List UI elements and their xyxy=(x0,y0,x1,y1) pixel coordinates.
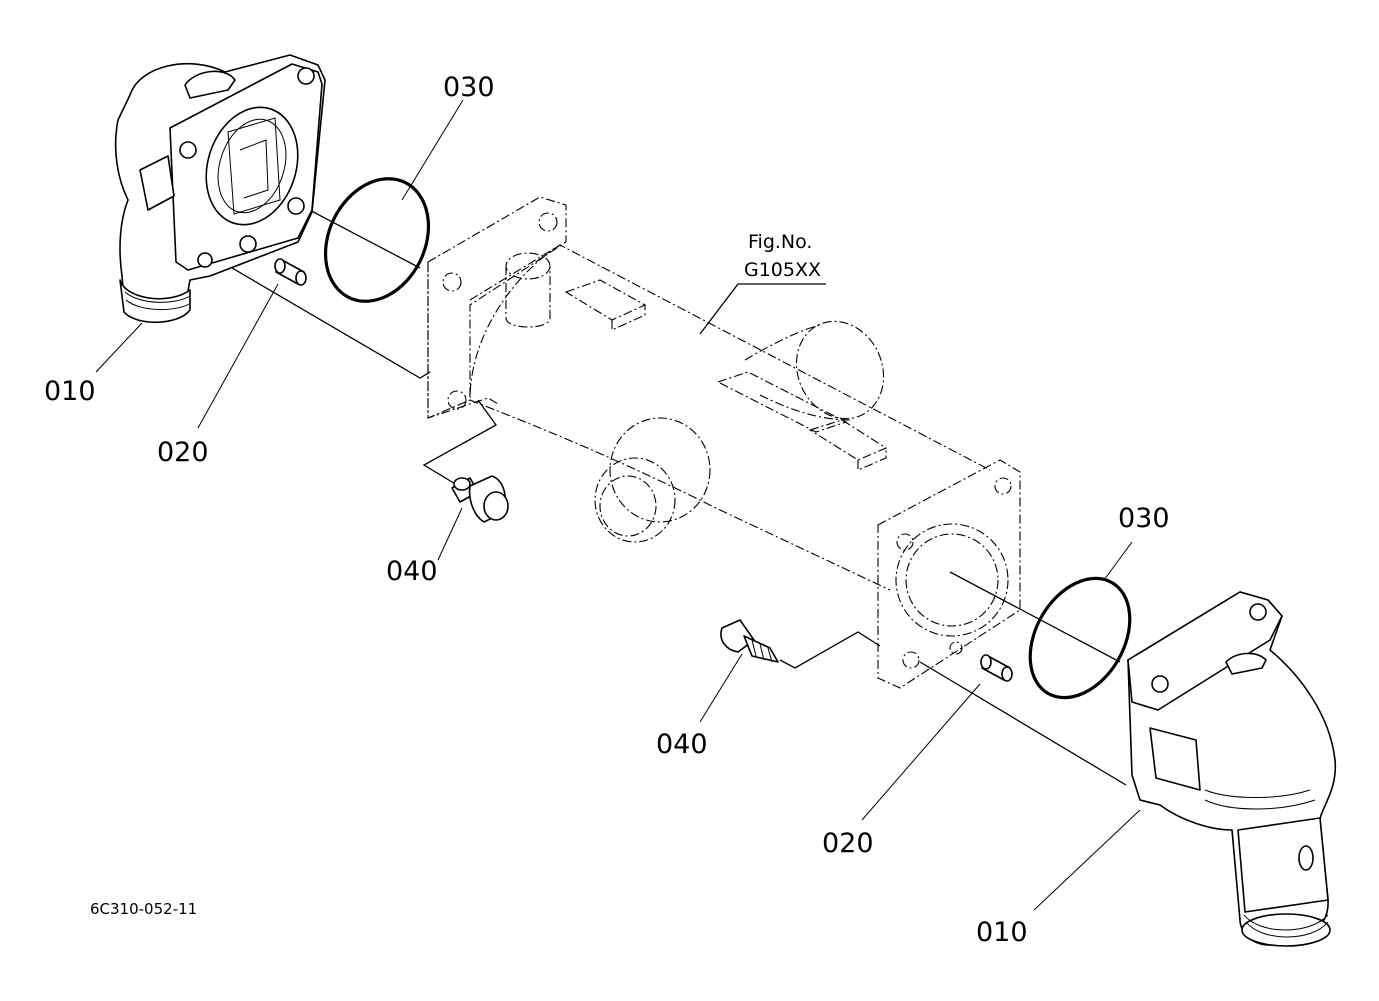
callout-030-right: 030 xyxy=(1118,503,1170,534)
dowel-pin-left xyxy=(274,258,307,286)
elbow-housing-right xyxy=(1127,591,1337,947)
o-ring-right xyxy=(1028,576,1132,700)
callout-040-left: 040 xyxy=(386,556,438,587)
callout-040-bottom: 040 xyxy=(656,729,708,760)
drawing-code: 6C310-052-11 xyxy=(90,900,197,918)
assembly-lines xyxy=(214,204,1127,786)
callout-020-left: 020 xyxy=(157,437,209,468)
callout-030-top: 030 xyxy=(443,72,495,103)
elbow-housing-left xyxy=(114,54,326,323)
fig-no-value: G105XX xyxy=(744,259,821,281)
callout-010-left: 010 xyxy=(44,376,96,407)
callout-010-right: 010 xyxy=(976,917,1028,948)
main-body-ghost xyxy=(427,196,1021,689)
dowel-pin-right xyxy=(980,654,1013,682)
o-ring-left xyxy=(323,177,431,303)
callout-020-right: 020 xyxy=(822,828,874,859)
fig-no-label: Fig.No. xyxy=(748,231,812,253)
callout-leaders xyxy=(95,99,1141,911)
drain-plug-lower xyxy=(720,619,779,663)
drain-plug-upper xyxy=(451,475,509,523)
